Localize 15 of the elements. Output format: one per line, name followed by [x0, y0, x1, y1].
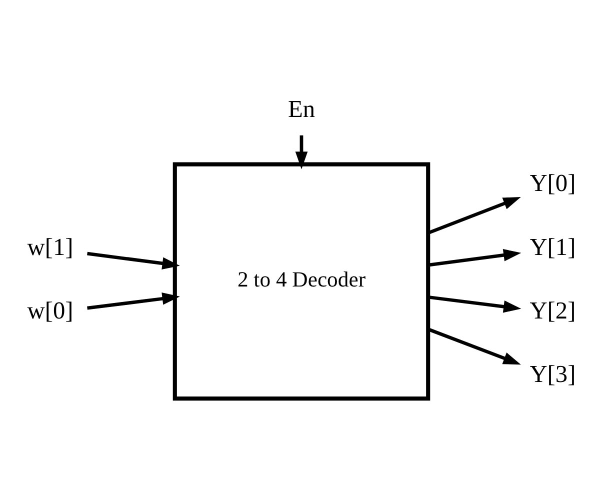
- arrow: [428, 197, 521, 234]
- node-box: 2 to 4 Decoder: [172, 162, 430, 401]
- node-text: Y[0]: [530, 170, 576, 198]
- arrow: [87, 252, 180, 270]
- arrow: [295, 135, 308, 170]
- node-text: En: [288, 96, 316, 123]
- node-text: Y[1]: [530, 234, 576, 261]
- arrow: [428, 328, 521, 365]
- arrow: [428, 295, 522, 313]
- node-text: Y[2]: [530, 298, 576, 325]
- node-text: Y[3]: [530, 361, 576, 388]
- node-text: w[1]: [27, 234, 74, 261]
- arrow: [428, 249, 522, 267]
- arrow: [87, 292, 180, 310]
- node-text: w[0]: [27, 298, 74, 325]
